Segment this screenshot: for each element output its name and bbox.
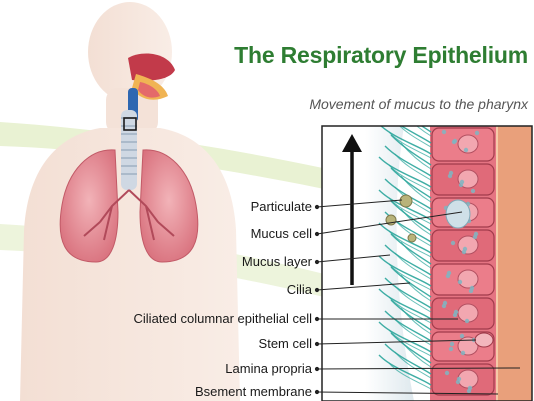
granule [453, 313, 457, 317]
lamina-propria-layer [496, 126, 534, 401]
granule [459, 183, 463, 187]
granule [451, 241, 455, 245]
granule [471, 189, 475, 193]
label-ciliated-columnar-cell: Ciliated columnar epithelial cell [134, 311, 312, 327]
granule [460, 334, 464, 338]
label-lamina-propria: Lamina propria [225, 361, 312, 377]
granule [450, 342, 454, 346]
label-basement-membrane: Bsement membrane [195, 384, 312, 400]
granule [458, 280, 462, 284]
stem-cell [475, 333, 493, 347]
label-stem-cell: Stem cell [259, 336, 312, 352]
label-particulate: Particulate [251, 199, 312, 215]
label-cilia: Cilia [287, 282, 312, 298]
granule [465, 319, 469, 323]
granule [452, 140, 456, 144]
granule [467, 389, 471, 393]
granule [456, 380, 460, 384]
label-mucus-cell: Mucus cell [251, 226, 312, 242]
particulate [400, 195, 412, 207]
cell-nucleus [458, 270, 478, 288]
granule [442, 304, 446, 308]
granule [445, 371, 449, 375]
granule [461, 351, 465, 355]
granule [449, 347, 453, 351]
diagram-subtitle: Movement of mucus to the pharynx [309, 96, 528, 112]
granule [442, 130, 446, 134]
granule [475, 131, 479, 135]
granule [462, 250, 466, 254]
granule [469, 289, 473, 293]
diagram-title: The Respiratory Epithelium [234, 42, 528, 69]
granule [446, 274, 450, 278]
particulate [408, 234, 416, 242]
granule [464, 148, 468, 152]
epithelial-cells [432, 128, 494, 395]
granule [448, 174, 452, 178]
label-mucus-layer: Mucus layer [242, 254, 312, 270]
granule [473, 235, 477, 239]
